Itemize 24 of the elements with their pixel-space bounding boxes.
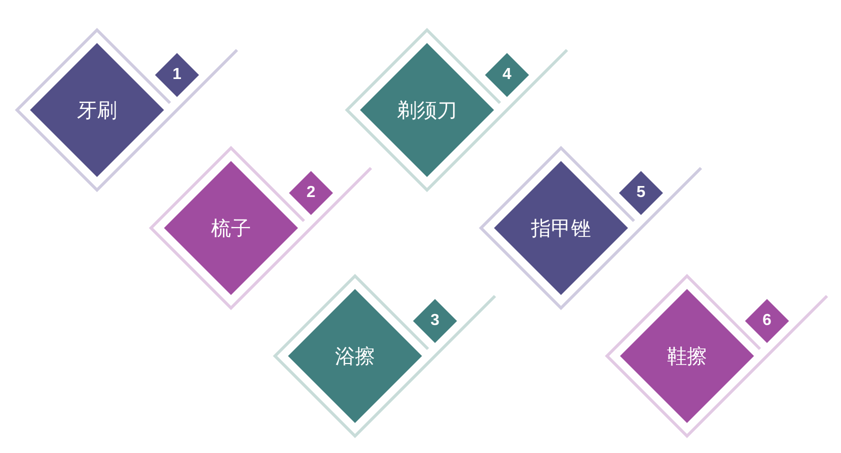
number-label: 5 bbox=[636, 184, 646, 202]
number-diamond bbox=[413, 299, 457, 343]
number-label: 3 bbox=[430, 312, 440, 330]
number-label: 4 bbox=[502, 66, 512, 84]
item-label: 指甲锉 bbox=[531, 214, 591, 242]
number-label: 2 bbox=[306, 184, 316, 202]
item-label: 浴擦 bbox=[335, 342, 375, 370]
number-diamond bbox=[155, 53, 199, 97]
item-diamond bbox=[288, 289, 422, 423]
number-label: 6 bbox=[762, 312, 772, 330]
item-label: 牙刷 bbox=[77, 96, 117, 124]
item-diamond bbox=[494, 161, 628, 295]
item-diamond bbox=[30, 43, 164, 177]
number-label: 1 bbox=[172, 66, 182, 84]
number-diamond bbox=[485, 53, 529, 97]
item-label: 鞋擦 bbox=[667, 342, 707, 370]
item-label: 剃须刀 bbox=[397, 96, 457, 124]
item-label: 梳子 bbox=[211, 214, 251, 242]
item-diamond bbox=[164, 161, 298, 295]
number-diamond bbox=[289, 171, 333, 215]
number-diamond bbox=[745, 299, 789, 343]
number-diamond bbox=[619, 171, 663, 215]
item-diamond bbox=[620, 289, 754, 423]
item-diamond bbox=[360, 43, 494, 177]
